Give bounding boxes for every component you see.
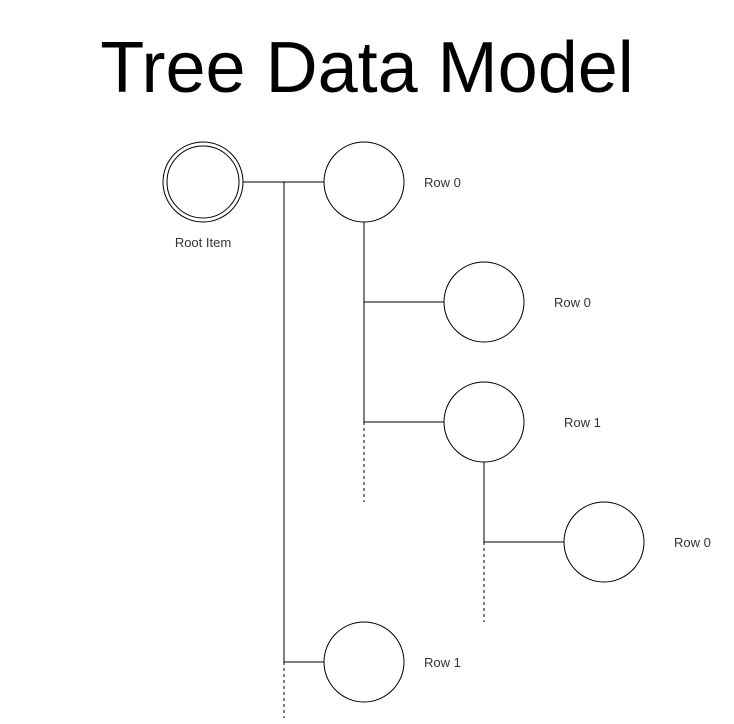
root-node: Root Item [162,141,244,250]
node-label: Row 0 [674,535,711,550]
node-circle [563,501,645,583]
node-circle [323,621,405,703]
node-circle [443,381,525,463]
node-circle [323,141,405,223]
node-row0-level3: Row 0 [563,501,711,583]
node-label: Row 0 [554,295,591,310]
node-label: Row 1 [424,655,461,670]
node-row0-level2: Row 0 [443,261,591,343]
node-circle [443,261,525,343]
node-row1-level1: Row 1 [323,621,461,703]
node-row1-level2: Row 1 [443,381,601,463]
node-label: Row 1 [564,415,601,430]
root-node-label: Root Item [175,235,231,250]
node-row0-level1: Row 0 [323,141,461,223]
root-node-inner-circle [166,145,240,219]
node-label: Row 0 [424,175,461,190]
diagram-title: Tree Data Model [100,28,634,108]
connectors [243,181,564,718]
